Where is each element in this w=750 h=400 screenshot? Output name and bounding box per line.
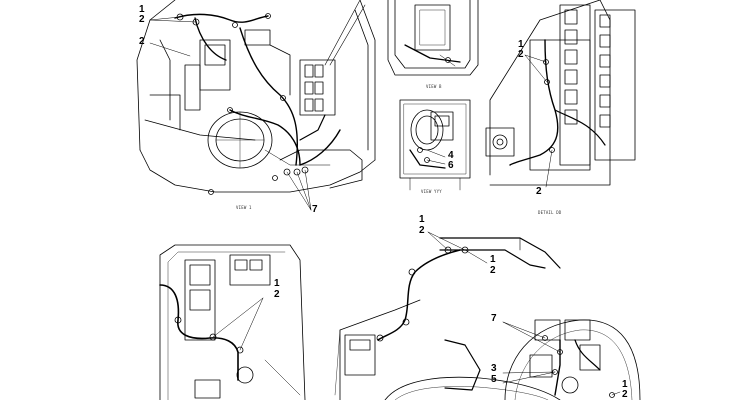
callout-5-bottom-right: 5 bbox=[491, 374, 497, 385]
callout-1-boom-top: 1 bbox=[419, 214, 425, 225]
bottom-middle-drawing bbox=[334, 231, 561, 400]
callout-1-detail: 1 bbox=[518, 39, 524, 50]
callout-1-boom-side: 1 bbox=[490, 254, 496, 265]
callout-2-detail: 2 bbox=[518, 49, 524, 60]
callout-2-boom-top: 2 bbox=[419, 225, 425, 236]
callout-2-detail-bottom: 2 bbox=[536, 186, 542, 197]
callout-1-bottom-left: 1 bbox=[274, 278, 280, 289]
callout-2-view1-side: 2 bbox=[139, 36, 145, 47]
detail-caption: DETAIL DD bbox=[538, 210, 562, 215]
callout-7-view1: 7 bbox=[312, 204, 318, 215]
callout-6-viewyyy: 6 bbox=[448, 160, 454, 171]
callout-4-viewyyy: 4 bbox=[448, 150, 454, 161]
callout-2-view1-top: 2 bbox=[139, 14, 145, 25]
callout-2-bottom-left: 2 bbox=[274, 289, 280, 300]
view-yyy-caption: VIEW YYY bbox=[421, 189, 442, 194]
view-b-caption: VIEW B bbox=[426, 84, 442, 89]
detail-valve-drawing bbox=[485, 0, 636, 188]
callout-7-bottom-right: 7 bbox=[491, 313, 497, 324]
callout-1-edge: 1 bbox=[622, 379, 628, 390]
callout-1-view1: 1 bbox=[139, 4, 145, 15]
view-1-drawing bbox=[136, 0, 376, 211]
callout-2-boom-side: 2 bbox=[490, 265, 496, 276]
callout-2-edge: 2 bbox=[622, 389, 628, 400]
callout-3-bottom-right: 3 bbox=[491, 363, 497, 374]
bottom-right-drawing bbox=[502, 319, 641, 400]
view-yyy-drawing bbox=[399, 99, 471, 191]
bottom-left-drawing bbox=[159, 244, 306, 400]
view-1-caption: VIEW 1 bbox=[236, 205, 252, 210]
view-b-drawing bbox=[387, 0, 479, 76]
